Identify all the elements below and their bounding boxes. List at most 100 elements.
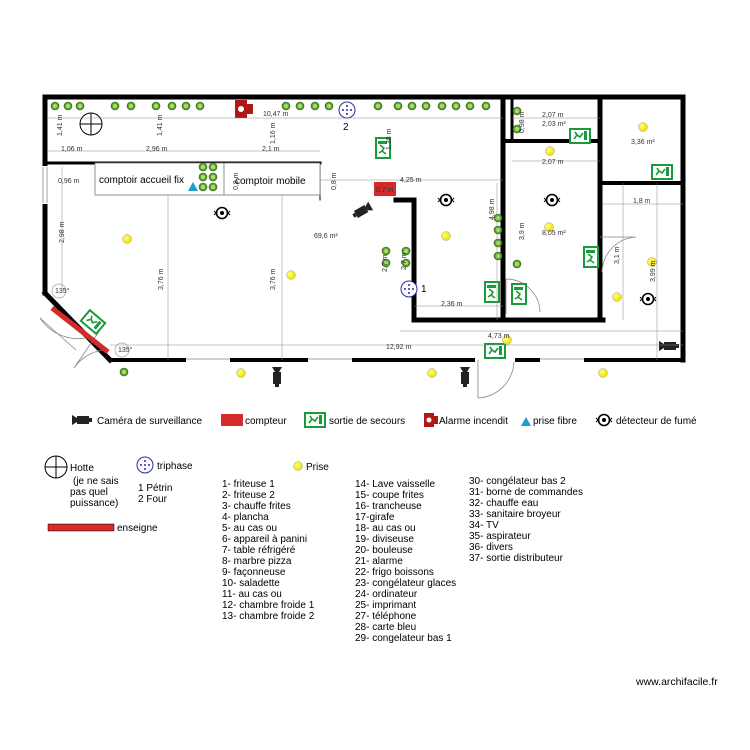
equipment-item: 17-girafe	[355, 512, 395, 523]
dim-w21: 2,1 m	[262, 146, 280, 153]
equipment-item: 18- au cas ou	[355, 523, 416, 534]
equipment-markers	[50, 101, 522, 377]
dim-small-area: 3,36 m²	[631, 139, 655, 146]
counter-accueil-label: comptoir accueil fix	[99, 175, 184, 186]
equipment-item: 33- sanitaire broyeur	[469, 509, 561, 520]
dim-wc-area: 2,03 m²	[542, 121, 566, 128]
legend-triphase-title: triphase	[157, 461, 193, 472]
dim-h08b: 0,8 m	[331, 172, 338, 190]
equipment-item: 32- chauffe eau	[469, 498, 538, 509]
legend-hotte-note-1: (je ne sais	[73, 476, 119, 487]
equipment-item: 29- congelateur bas 1	[355, 633, 452, 644]
door-swings	[39, 236, 637, 399]
dim-w18: 1,8 m	[633, 198, 651, 205]
equipment-list-col1: 1- friteuse 12- friteuse 23- chauffe fri…	[222, 479, 315, 622]
dim-h27a: 2,7 m	[382, 254, 389, 272]
equipment-item: 11- au cas ou	[222, 589, 282, 600]
equipment-item: 4- plancha	[222, 512, 269, 523]
legend-row: Caméra de surveillance compteur sortie d…	[72, 411, 697, 429]
equipment-item: 9- façonneuse	[222, 567, 286, 578]
legend-sortie-label: sortie de secours	[329, 416, 405, 427]
legend-detecteur-label: détecteur de fumé	[616, 416, 697, 427]
hotte-icon	[79, 112, 103, 136]
counter-mobile-label: comptoir mobile	[235, 176, 306, 187]
legend-enseigne: enseigne	[47, 523, 158, 534]
legend-camera-label: Caméra de surveillance	[97, 416, 202, 427]
equipment-item: 22- frigo boissons	[355, 567, 434, 578]
legend-compteur-label: compteur	[245, 416, 287, 427]
dim-top-left-h1: 1,41 m	[57, 114, 64, 136]
dim-cf-height: 3,9 m	[519, 222, 526, 240]
legend-triphase-item-2: 2 Four	[138, 494, 168, 505]
prise-fibre-icon	[188, 182, 198, 191]
legend-fibre-label: prise fibre	[533, 416, 577, 427]
equipment-item: 1- friteuse 1	[222, 479, 275, 490]
dim-wc-height: 0,98 m	[519, 111, 526, 133]
equipment-list-col3: 30- congélateur bas 231- borne de comman…	[469, 476, 583, 564]
dim-top-mid-h: 1,16 m	[270, 122, 277, 144]
equipment-item: 25- imprimant	[355, 600, 416, 611]
dim-compteur-w: 0,7 m	[376, 187, 394, 194]
dim-cf-area: 8,05 m²	[542, 230, 566, 237]
alarm-icon	[235, 100, 253, 118]
equipment-item: 36- divers	[469, 542, 513, 553]
equipment-item: 35- aspirateur	[469, 531, 531, 542]
legend-alarme-label: Alarme incendit	[439, 416, 508, 427]
equipment-item: 15- coupe frites	[355, 490, 424, 501]
dim-h498: 4,98 m	[489, 198, 496, 220]
legend-hotte-note-2: pas quel	[70, 487, 108, 498]
legend-hotte-note-3: puissance)	[70, 498, 118, 509]
legend-enseigne-label: enseigne	[117, 523, 158, 534]
watermark: www.archifacile.fr	[635, 676, 718, 688]
equipment-item: 10- saladette	[222, 578, 280, 589]
equipment-item: 3- chauffe frites	[222, 501, 291, 512]
equipment-item: 21- alarme	[355, 556, 403, 567]
dim-wc-width: 2,07 m	[542, 112, 564, 119]
dim-h399: 3,99 m	[650, 260, 657, 282]
dim-w425: 4,25 m	[400, 177, 422, 184]
compteur-icon	[374, 182, 396, 196]
equipment-item: 24- ordinateur	[355, 589, 418, 600]
legend-compteur-icon	[221, 414, 243, 426]
equipment-item: 14- Lave vaisselle	[355, 479, 435, 490]
dim-top-left-h2: 1,41 m	[157, 114, 164, 136]
dim-cf-width: 2,07 m	[542, 159, 564, 166]
triphase-marker-1: 1	[421, 284, 427, 295]
equipment-item: 7- table réfrigéré	[222, 545, 296, 556]
angle-label-2: 135°	[118, 346, 133, 354]
legend-triphase-item-1: 1 Pétrin	[138, 483, 172, 494]
equipment-item: 31- borne de commandes	[469, 487, 583, 498]
legend-prise-label: Prise	[306, 462, 329, 473]
legend-triphase: triphase 1 Pétrin 2 Four	[136, 456, 193, 505]
equipment-item: 27- téléphone	[355, 611, 417, 622]
triphase-marker-2: 2	[343, 122, 349, 133]
dim-h31: 3,1 m	[614, 246, 621, 264]
dim-h376a: 3,76 m	[158, 268, 165, 290]
angle-label-1: 135°	[55, 287, 70, 295]
equipment-item: 30- congélateur bas 2	[469, 476, 566, 487]
equipment-item: 5- au cas ou	[222, 523, 277, 534]
equipment-item: 2- friteuse 2	[222, 490, 275, 501]
triphase-icon-2	[338, 101, 356, 119]
equipment-item: 23- congélateur glaces	[355, 578, 456, 589]
dimension-labels: 10,47 m 2,07 m 2,03 m² 2,07 m 3,36 m² 1,…	[57, 111, 657, 351]
dim-main-area: 69,6 m²	[314, 233, 338, 240]
equipment-item: 6- appareil à panini	[222, 534, 307, 545]
equipment-item: 16- trancheuse	[355, 501, 422, 512]
legend-alarme-icon	[424, 413, 438, 427]
equipment-item: 19- diviseuse	[355, 534, 414, 545]
equipment-item: 20- bouleuse	[355, 545, 413, 556]
legend-hotte-title: Hotte	[70, 463, 94, 474]
legend-hotte: Hotte (je ne sais pas quel puissance)	[44, 455, 119, 509]
equipment-item: 8- marbre pizza	[222, 556, 292, 567]
dimension-lines	[47, 117, 683, 360]
equipment-item: 37- sortie distributeur	[469, 553, 564, 564]
counters: comptoir accueil fix comptoir mobile	[94, 162, 321, 196]
dim-h27b: 2,7 m	[401, 252, 408, 270]
dim-top-length: 10,47 m	[263, 111, 288, 118]
dim-h376b: 3,76 m	[270, 268, 277, 290]
dim-w236: 2,36 m	[441, 301, 463, 308]
legend-prise: Prise	[293, 461, 329, 473]
